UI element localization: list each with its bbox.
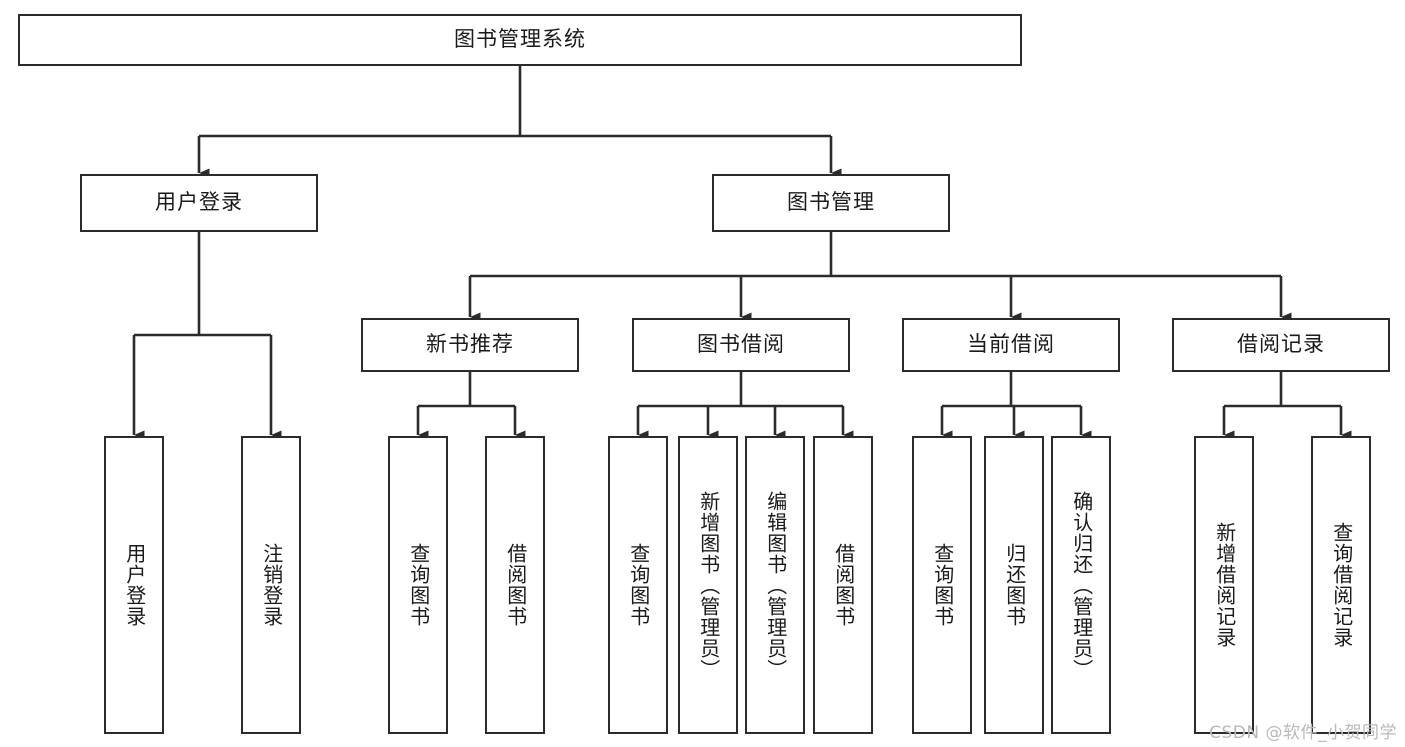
node-l3_0[interactable]: 新书推荐	[361, 318, 579, 372]
node-label: 图书管理系统	[454, 27, 586, 52]
node-leaf_0[interactable]: 用户登录	[104, 436, 164, 734]
node-label: 查询图书	[406, 543, 431, 627]
node-leaf_12[interactable]: 查询借阅记录	[1311, 436, 1371, 734]
node-leaf_4[interactable]: 查询图书	[608, 436, 668, 734]
node-label: 图书管理	[787, 190, 875, 215]
node-leaf_7[interactable]: 借阅图书	[813, 436, 873, 734]
node-label: 新增图书（管理员）	[696, 490, 721, 680]
node-label: 新增借阅记录	[1212, 522, 1237, 648]
node-leaf_2[interactable]: 查询图书	[388, 436, 448, 734]
node-label: 借阅图书	[503, 543, 528, 627]
node-leaf_1[interactable]: 注销登录	[241, 436, 301, 734]
node-label: 当前借阅	[967, 332, 1055, 357]
node-label: 用户登录	[122, 543, 147, 627]
node-l3_3[interactable]: 借阅记录	[1172, 318, 1390, 372]
node-l2_1[interactable]: 图书管理	[712, 174, 950, 232]
node-label: 注销登录	[259, 543, 284, 627]
node-leaf_5[interactable]: 新增图书（管理员）	[678, 436, 738, 734]
node-label: 确认归还（管理员）	[1069, 490, 1094, 680]
node-l2_0[interactable]: 用户登录	[80, 174, 318, 232]
node-leaf_6[interactable]: 编辑图书（管理员）	[745, 436, 805, 734]
node-l3_1[interactable]: 图书借阅	[632, 318, 850, 372]
node-label: 借阅图书	[831, 543, 856, 627]
node-label: 归还图书	[1002, 543, 1027, 627]
node-leaf_10[interactable]: 确认归还（管理员）	[1051, 436, 1111, 734]
node-leaf_11[interactable]: 新增借阅记录	[1194, 436, 1254, 734]
node-label: 编辑图书（管理员）	[763, 490, 788, 680]
node-label: 借阅记录	[1237, 332, 1325, 357]
node-label: 新书推荐	[426, 332, 514, 357]
node-leaf_3[interactable]: 借阅图书	[485, 436, 545, 734]
node-label: 查询图书	[626, 543, 651, 627]
node-leaf_9[interactable]: 归还图书	[984, 436, 1044, 734]
node-l3_2[interactable]: 当前借阅	[902, 318, 1120, 372]
node-label: 图书借阅	[697, 332, 785, 357]
node-label: 查询图书	[930, 543, 955, 627]
node-label: 查询借阅记录	[1329, 522, 1354, 648]
node-label: 用户登录	[155, 190, 243, 215]
node-root[interactable]: 图书管理系统	[18, 14, 1022, 66]
node-leaf_8[interactable]: 查询图书	[912, 436, 972, 734]
